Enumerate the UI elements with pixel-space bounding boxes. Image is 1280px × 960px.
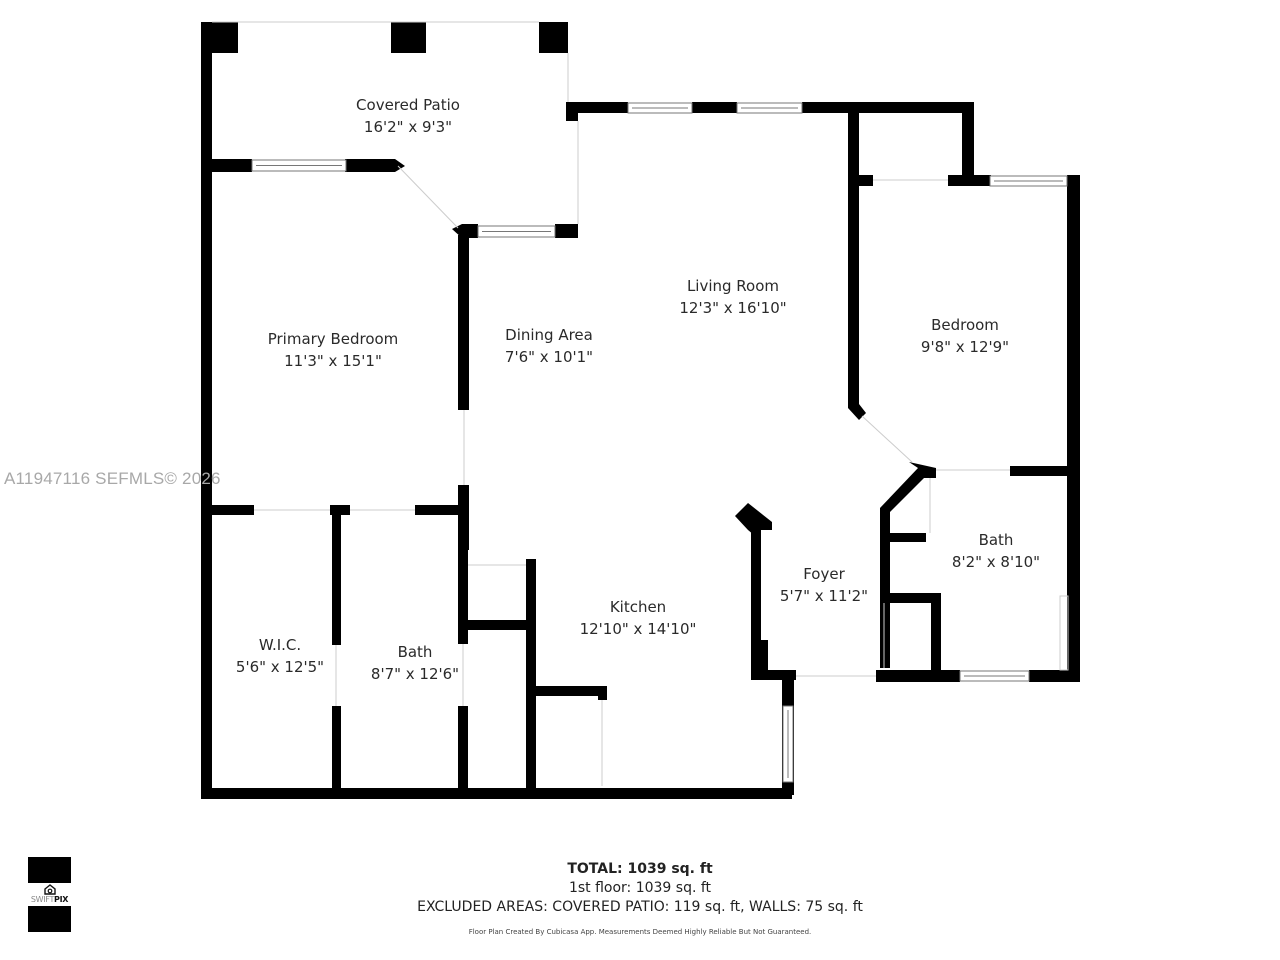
swiftpix-logo: SWIFTPIX	[28, 857, 71, 932]
room-size: 11'3" x 15'1"	[284, 352, 382, 370]
room-primary-bedroom: Primary Bedroom 11'3" x 15'1"	[268, 328, 399, 372]
room-name: Bedroom	[931, 316, 999, 334]
room-bedroom: Bedroom 9'8" x 12'9"	[921, 314, 1009, 358]
room-size: 5'7" x 11'2"	[779, 587, 869, 605]
room-kitchen: Kitchen 12'10" x 14'10"	[580, 596, 697, 640]
room-living-room: Living Room 12'3" x 16'10"	[679, 275, 786, 319]
room-covered-patio: Covered Patio 16'2" x 9'3"	[356, 94, 460, 138]
floor-area: 1st floor: 1039 sq. ft	[568, 880, 712, 896]
room-size: 12'3" x 16'10"	[679, 299, 787, 317]
room-size: 5'6" x 12'5"	[235, 658, 325, 676]
total-area: TOTAL: 1039 sq. ft	[567, 861, 713, 877]
room-name: Dining Area	[505, 326, 593, 344]
room-size: 9'8" x 12'9"	[920, 338, 1010, 356]
room-name: Living Room	[686, 277, 780, 295]
room-wic: W.I.C. 5'6" x 12'5"	[236, 634, 324, 678]
room-name: Covered Patio	[356, 96, 460, 114]
windows	[251, 102, 1068, 783]
room-bath-1: Bath 8'7" x 12'6"	[371, 641, 459, 685]
house-camera-icon	[43, 884, 56, 895]
room-foyer: Foyer 5'7" x 11'2"	[780, 563, 868, 607]
room-size: 8'7" x 12'6"	[370, 665, 460, 683]
walls	[201, 22, 1080, 799]
room-name: Kitchen	[609, 598, 667, 616]
logo-text: SWIFTPIX	[30, 895, 69, 904]
room-bath-2: Bath 8'2" x 8'10"	[952, 529, 1040, 573]
room-name: Foyer	[803, 565, 845, 583]
area-summary: TOTAL: 1039 sq. ft 1st floor: 1039 sq. f…	[417, 860, 863, 937]
openings	[212, 21, 1069, 786]
room-name: Bath	[397, 643, 433, 661]
room-name: W.I.C.	[258, 636, 302, 654]
room-size: 16'2" x 9'3"	[363, 118, 453, 136]
logo-block-top	[28, 857, 71, 883]
room-size: 8'2" x 8'10"	[951, 553, 1041, 571]
room-dining-area: Dining Area 7'6" x 10'1"	[505, 324, 593, 368]
mls-watermark: A11947116 SEFMLS© 2026	[4, 469, 221, 488]
room-name: Bath	[978, 531, 1014, 549]
logo-block-bottom	[28, 906, 71, 932]
room-size: 12'10" x 14'10"	[579, 620, 697, 638]
disclaimer: Floor Plan Created By Cubicasa App. Meas…	[468, 928, 812, 936]
room-name: Primary Bedroom	[267, 330, 399, 348]
room-size: 7'6" x 10'1"	[504, 348, 594, 366]
excluded-areas: EXCLUDED AREAS: COVERED PATIO: 119 sq. f…	[417, 899, 863, 915]
